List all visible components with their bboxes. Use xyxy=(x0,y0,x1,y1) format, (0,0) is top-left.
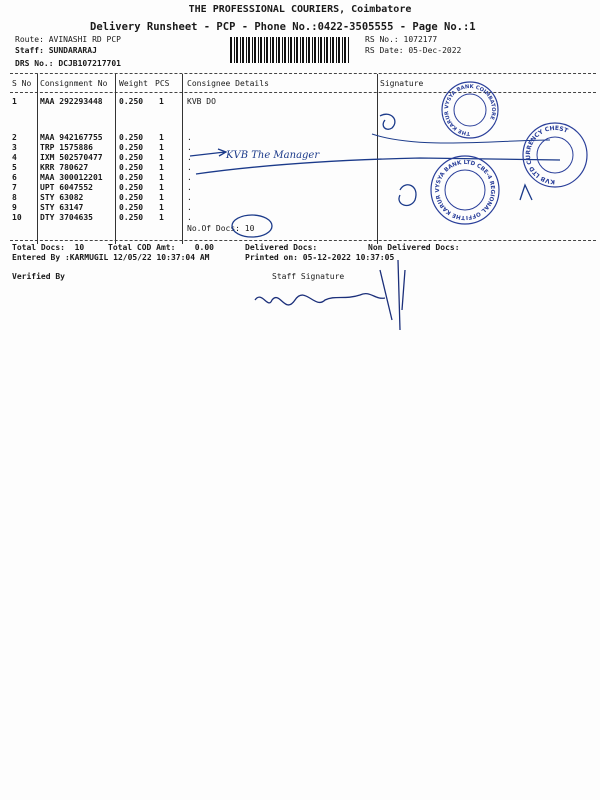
delivered-docs: Delivered Docs: xyxy=(245,243,318,252)
cell-sno: 9 xyxy=(12,203,17,212)
cell-sno: 8 xyxy=(12,193,17,202)
cell-weight: 0.250 xyxy=(119,133,144,142)
cell-weight: 0.250 xyxy=(119,213,144,222)
cell-weight: 0.250 xyxy=(119,193,144,202)
cell-cons: DTY 3704635 xyxy=(40,213,93,222)
non-delivered-docs: Non Delivered Docs: xyxy=(368,243,460,252)
cell-details: . xyxy=(187,173,192,182)
col-sno: S No xyxy=(12,79,32,88)
cell-cons: MAA 292293448 xyxy=(40,97,103,106)
divider xyxy=(10,240,596,241)
cell-pcs: 1 xyxy=(159,97,164,106)
cell-pcs: 1 xyxy=(159,163,164,172)
runsheet-subtitle: Delivery Runsheet - PCP - Phone No.:0422… xyxy=(90,21,476,33)
rs-number: RS No.: 1072177 xyxy=(365,35,438,44)
cell-details: . xyxy=(187,193,192,202)
cell-details: . xyxy=(187,143,192,152)
staff: Staff: SUNDARARAJ xyxy=(15,46,97,55)
cell-pcs: 1 xyxy=(159,213,164,222)
column-rule xyxy=(37,74,38,244)
divider xyxy=(10,92,596,93)
cell-details: . xyxy=(187,183,192,192)
route: Route: AVINASHI RD PCP xyxy=(15,35,121,44)
cell-weight: 0.250 xyxy=(119,153,144,162)
cell-details: . xyxy=(187,153,192,162)
cell-cons: STY 63147 xyxy=(40,203,84,212)
cell-cons: STY 63082 xyxy=(40,193,84,202)
cell-pcs: 1 xyxy=(159,193,164,202)
cell-sno: 6 xyxy=(12,173,17,182)
cell-weight: 0.250 xyxy=(119,203,144,212)
divider xyxy=(10,73,596,74)
cell-sno: 5 xyxy=(12,163,17,172)
col-weight: Weight xyxy=(119,79,148,88)
cell-weight: 0.250 xyxy=(119,143,144,152)
cell-details: . xyxy=(187,203,192,212)
stamp-coimbatore: THE KARUR VYSYA BANK COIMBATORE xyxy=(444,84,496,136)
cell-cons: MAA 300012201 xyxy=(40,173,103,182)
column-rule xyxy=(115,74,116,244)
cell-sno: 4 xyxy=(12,153,17,162)
cell-sno: 2 xyxy=(12,133,17,142)
cell-sno: 3 xyxy=(12,143,17,152)
handwritten-note: KVB The Manager xyxy=(225,150,320,161)
no-of-docs: No.Of Docs: 10 xyxy=(187,224,255,233)
column-rule xyxy=(182,74,183,244)
entered-by: Entered By :KARMUGIL 12/05/22 10:37:04 A… xyxy=(12,253,210,262)
cell-cons: IXM 502570477 xyxy=(40,153,103,162)
col-pcs: PCS xyxy=(155,79,170,88)
cell-pcs: 1 xyxy=(159,183,164,192)
cell-sno: 10 xyxy=(12,213,22,222)
printed-on: Printed on: 05-12-2022 10:37:05 xyxy=(245,253,395,262)
cell-pcs: 1 xyxy=(159,133,164,142)
arrow-mark xyxy=(189,148,228,157)
cell-details: . xyxy=(187,213,192,222)
stamp-regional-office: THE KARUR VYSYA BANK LTD CBE-4 REGIONAL … xyxy=(0,0,495,220)
col-signature: Signature xyxy=(380,79,424,88)
cell-details: . xyxy=(187,133,192,142)
cell-cons: TRP 1575886 xyxy=(40,143,93,152)
total-docs: Total Docs: 10 xyxy=(12,243,85,252)
col-consignment: Consignment No xyxy=(40,79,108,88)
total-cod: Total COD Amt: 0.00 xyxy=(108,243,214,252)
cell-weight: 0.250 xyxy=(119,163,144,172)
cell-sno: 7 xyxy=(12,183,17,192)
cell-pcs: 1 xyxy=(159,153,164,162)
barcode xyxy=(230,37,350,63)
verified-by: Verified By xyxy=(12,272,65,281)
cell-cons: UPT 6047552 xyxy=(40,183,93,192)
cell-details: KVB DO xyxy=(187,97,216,106)
cell-cons: MAA 942167755 xyxy=(40,133,103,142)
cell-details: . xyxy=(187,163,192,172)
cell-sno: 1 xyxy=(12,97,17,106)
cell-cons: KRR 780627 xyxy=(40,163,89,172)
drs-number: DRS No.: DCJB107217701 xyxy=(15,59,121,68)
staff-signature-label: Staff Signature xyxy=(272,272,345,281)
rs-date: RS Date: 05-Dec-2022 xyxy=(365,46,462,55)
cell-weight: 0.250 xyxy=(119,97,144,106)
company-title: THE PROFESSIONAL COURIERS, Coimbatore xyxy=(188,4,412,15)
cell-weight: 0.250 xyxy=(119,173,144,182)
cell-pcs: 1 xyxy=(159,173,164,182)
cell-weight: 0.250 xyxy=(119,183,144,192)
cell-pcs: 1 xyxy=(159,143,164,152)
cell-pcs: 1 xyxy=(159,203,164,212)
col-consignee: Consignee Details xyxy=(187,79,269,88)
